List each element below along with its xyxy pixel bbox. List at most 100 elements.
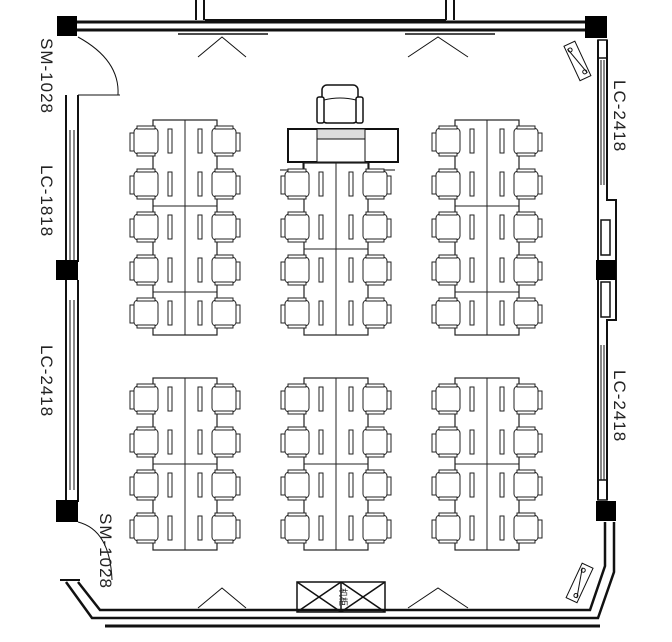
student-chair bbox=[211, 383, 241, 415]
monitor bbox=[318, 386, 324, 412]
desk-group bbox=[152, 119, 218, 336]
column bbox=[596, 260, 616, 280]
doors bbox=[77, 36, 469, 609]
monitor bbox=[499, 515, 505, 541]
monitor bbox=[197, 171, 203, 197]
desk-group bbox=[454, 119, 520, 336]
monitor bbox=[318, 171, 324, 197]
student-chair bbox=[129, 512, 159, 544]
student-chair bbox=[362, 297, 392, 329]
monitor bbox=[348, 429, 354, 455]
monitor bbox=[167, 128, 173, 154]
monitor bbox=[499, 257, 505, 283]
monitor bbox=[499, 171, 505, 197]
monitor bbox=[167, 386, 173, 412]
student-chair bbox=[211, 297, 241, 329]
student-chair bbox=[431, 168, 461, 200]
student-chair bbox=[280, 426, 310, 458]
monitor bbox=[197, 300, 203, 326]
desk-group bbox=[454, 377, 520, 551]
student-chair bbox=[129, 168, 159, 200]
column bbox=[585, 16, 607, 38]
monitor bbox=[499, 300, 505, 326]
teacher-podium bbox=[280, 84, 399, 171]
teacher-chair bbox=[316, 84, 364, 124]
monitor bbox=[469, 214, 475, 240]
monitor bbox=[167, 257, 173, 283]
monitor bbox=[499, 472, 505, 498]
door-swing-bottom-left bbox=[77, 521, 113, 581]
student-chair bbox=[431, 512, 461, 544]
door-swing-top-left bbox=[77, 36, 120, 96]
student-chair bbox=[211, 426, 241, 458]
window-label-right-upper: LC-2418 bbox=[610, 80, 629, 152]
monitor bbox=[348, 171, 354, 197]
column bbox=[56, 500, 78, 522]
student-chair bbox=[129, 469, 159, 501]
student-chair bbox=[280, 297, 310, 329]
student-chair bbox=[129, 383, 159, 415]
monitor bbox=[167, 515, 173, 541]
monitor bbox=[469, 300, 475, 326]
monitor bbox=[469, 128, 475, 154]
student-chair bbox=[280, 383, 310, 415]
student-chair bbox=[362, 168, 392, 200]
monitor bbox=[469, 171, 475, 197]
monitor bbox=[348, 257, 354, 283]
monitor bbox=[469, 515, 475, 541]
student-chair bbox=[211, 254, 241, 286]
monitor bbox=[167, 214, 173, 240]
student-chair bbox=[513, 211, 543, 243]
student-desks bbox=[129, 119, 543, 551]
student-chair bbox=[431, 297, 461, 329]
student-chair bbox=[280, 211, 310, 243]
monitor bbox=[469, 257, 475, 283]
student-chair bbox=[513, 254, 543, 286]
student-chair bbox=[362, 383, 392, 415]
monitor bbox=[318, 472, 324, 498]
monitor bbox=[499, 128, 505, 154]
monitor bbox=[499, 214, 505, 240]
student-chair bbox=[431, 211, 461, 243]
monitor bbox=[348, 214, 354, 240]
monitor bbox=[197, 515, 203, 541]
student-chair bbox=[280, 254, 310, 286]
cabinet: 机柜 bbox=[296, 581, 386, 613]
column bbox=[596, 501, 616, 521]
monitor bbox=[348, 386, 354, 412]
student-chair bbox=[362, 512, 392, 544]
student-chair bbox=[513, 168, 543, 200]
desk-group bbox=[303, 377, 369, 551]
student-chair bbox=[513, 297, 543, 329]
desk-group bbox=[152, 377, 218, 551]
student-chair bbox=[513, 512, 543, 544]
student-chair bbox=[431, 125, 461, 157]
monitor bbox=[318, 257, 324, 283]
monitor bbox=[348, 472, 354, 498]
cabinet-label: 机柜 bbox=[337, 588, 349, 606]
monitor bbox=[318, 429, 324, 455]
student-chair bbox=[129, 426, 159, 458]
door-label-top-left: SM-1028 bbox=[37, 38, 56, 114]
monitor bbox=[167, 429, 173, 455]
student-chair bbox=[211, 211, 241, 243]
student-chair bbox=[280, 512, 310, 544]
monitor bbox=[469, 472, 475, 498]
student-chair bbox=[431, 254, 461, 286]
window-label-left-lower: LC-2418 bbox=[37, 345, 56, 417]
student-chair bbox=[513, 383, 543, 415]
student-chair bbox=[280, 469, 310, 501]
wall-fixtures bbox=[563, 40, 594, 604]
monitor bbox=[197, 429, 203, 455]
monitor bbox=[197, 386, 203, 412]
student-chair bbox=[431, 426, 461, 458]
structural-columns bbox=[56, 16, 616, 522]
monitor bbox=[348, 300, 354, 326]
monitor bbox=[318, 515, 324, 541]
monitor bbox=[318, 300, 324, 326]
monitor bbox=[469, 429, 475, 455]
student-chair bbox=[129, 211, 159, 243]
monitor bbox=[197, 257, 203, 283]
student-chair bbox=[362, 469, 392, 501]
